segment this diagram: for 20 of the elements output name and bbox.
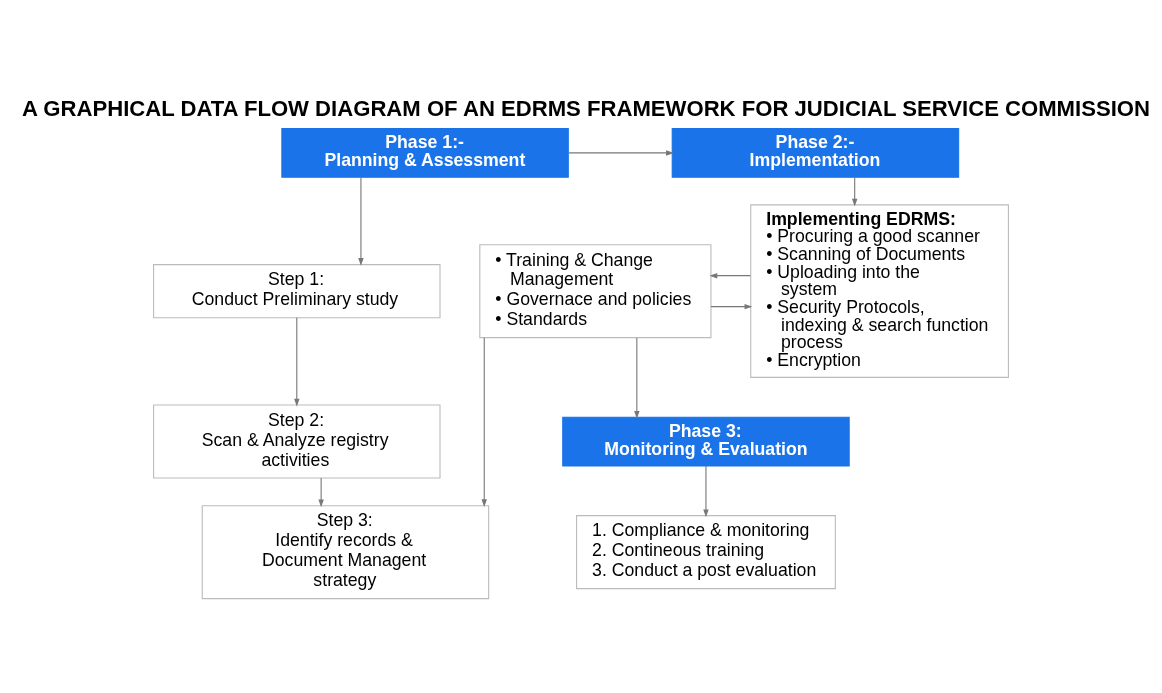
node-box: • Training & Change Management • Governace and policies • Standards [479,243,712,338]
arrow [703,465,709,517]
arrow [318,477,324,507]
node-box: Step 2: Scan & Analyze registry activities [153,404,441,479]
node-box: 1. Compliance & monitoring 2. Contineous training 3. Conduct a post evaluation [576,514,836,589]
arrow [709,272,751,278]
arrow [851,176,858,207]
arrow [567,149,674,156]
node-box: Phase 2:- Implementation [671,127,960,178]
arrow [634,336,640,419]
node-box: Step 3: Identify records & Document Managent strategy [201,504,490,599]
node-box: Implementing EDRMS: • Procuring a good scanner • Scanning of Documents • Uploading into the system • Security Protocols, indexing & search function process • Encryption [750,203,1009,378]
node-box: Phase 1:- Planning & Assessment [281,127,569,178]
arrow [294,316,300,406]
node-box: Step 1: Conduct Preliminary study [153,263,441,318]
arrow [358,176,364,266]
arrow [481,336,487,507]
diagram-title: A GRAPHICAL DATA FLOW DIAGRAM OF AN EDRMS FRAMEWORK FOR JUDICIAL SERVICE COMMISSION [22,95,1150,121]
node-box: Phase 3: Monitoring & Evaluation [562,416,850,466]
arrow [710,303,753,309]
